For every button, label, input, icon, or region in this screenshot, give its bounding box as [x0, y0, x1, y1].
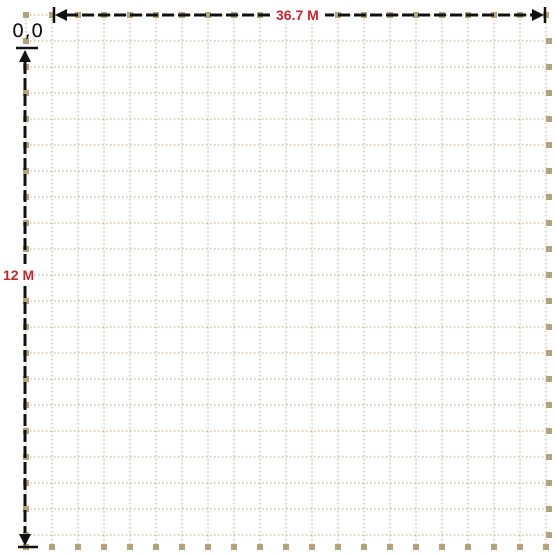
fence-post — [75, 544, 81, 550]
fence-post — [546, 116, 552, 122]
fence-post — [546, 376, 552, 382]
fence-post — [543, 544, 549, 550]
grid-lines — [25, 14, 549, 547]
fence-post — [546, 454, 552, 460]
fence-post — [335, 544, 341, 550]
width-dimension-arrow-start — [55, 9, 67, 21]
fence-post — [361, 544, 367, 550]
dimension-lines — [16, 7, 547, 549]
height-dimension-label: 12 M — [3, 264, 35, 286]
fence-post — [546, 168, 552, 174]
fence-post — [491, 544, 497, 550]
fence-post — [153, 544, 159, 550]
fence-post — [546, 220, 552, 226]
fence-post — [546, 402, 552, 408]
width-dimension-label: 36.7 M — [270, 6, 325, 24]
fence-post — [205, 12, 211, 18]
fence-post — [283, 544, 289, 550]
fence-post — [309, 544, 315, 550]
fence-post — [49, 544, 55, 550]
height-dimension-arrow-start — [19, 50, 31, 62]
fence-post — [23, 90, 29, 96]
fence-post — [517, 544, 523, 550]
origin-label: 0,0 — [12, 20, 44, 42]
fence-post — [23, 376, 29, 382]
fence-post — [546, 532, 552, 538]
fence-post — [546, 64, 552, 70]
fence-post — [257, 544, 263, 550]
height-dimension-arrow-end — [19, 534, 31, 546]
fence-post — [546, 272, 552, 278]
fence-post — [546, 246, 552, 252]
fence-post — [546, 38, 552, 44]
fence-post — [546, 298, 552, 304]
fence-post — [413, 544, 419, 550]
fence-post — [205, 544, 211, 550]
fence-post — [546, 142, 552, 148]
fence-post — [23, 298, 29, 304]
width-dimension-arrow-end — [532, 9, 544, 21]
fence-post — [465, 544, 471, 550]
fence-post — [546, 506, 552, 512]
fence-post — [49, 12, 55, 18]
fence-post — [23, 38, 29, 44]
fence-post — [546, 90, 552, 96]
fence-post — [546, 194, 552, 200]
fence-post — [127, 544, 133, 550]
fence-post — [101, 544, 107, 550]
fence-post — [546, 324, 552, 330]
fence-post — [23, 12, 29, 18]
fence-post — [23, 506, 29, 512]
fence-post — [387, 544, 393, 550]
fence-post — [179, 544, 185, 550]
fence-post — [439, 544, 445, 550]
fence-post — [23, 168, 29, 174]
fence-post — [546, 428, 552, 434]
fence-post — [546, 350, 552, 356]
fence-post — [413, 12, 419, 18]
fence-post — [546, 480, 552, 486]
fence-post — [231, 544, 237, 550]
